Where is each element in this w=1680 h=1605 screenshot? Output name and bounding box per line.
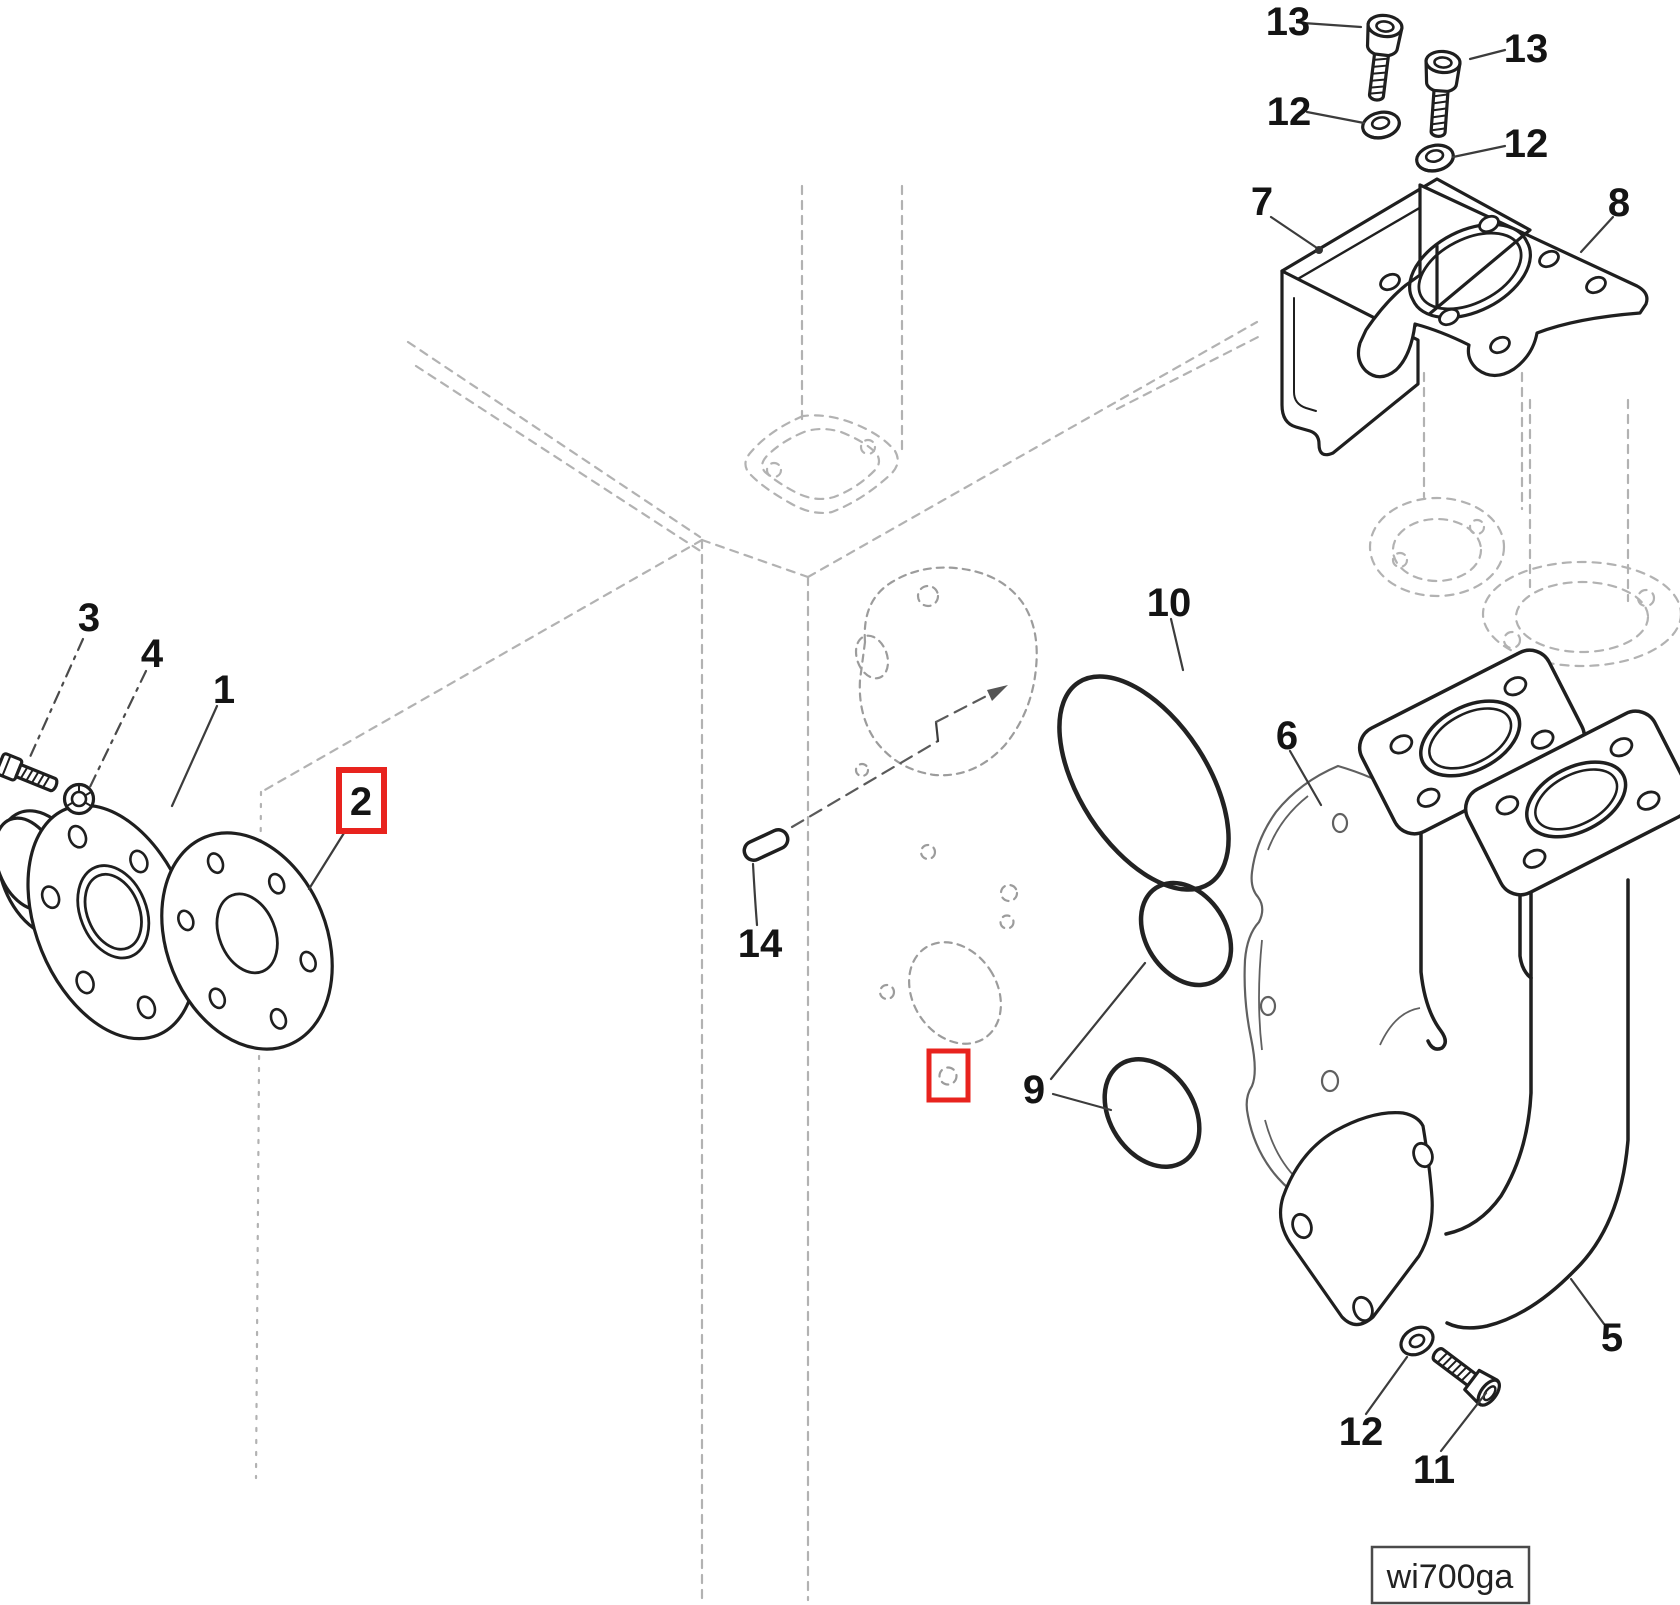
callout-4[interactable]: 4 <box>141 632 164 676</box>
highlight-box-ghost-detail[interactable] <box>926 1048 971 1103</box>
ghost-engine-block <box>254 184 1680 1602</box>
callout-7-text[interactable]: 7 <box>1251 180 1273 224</box>
part-5-manifold-pipe <box>1279 648 1680 1330</box>
part-12-washer-bottom <box>1399 1325 1435 1357</box>
callout-5[interactable]: 5 <box>1601 1316 1623 1360</box>
part-12-washer-top-right <box>1415 143 1455 173</box>
callout-3-text[interactable]: 3 <box>78 596 100 640</box>
part-10-oring <box>1057 674 1231 892</box>
ghost-gasket <box>908 941 1002 1045</box>
part-14-pin <box>742 828 790 862</box>
leader-lines <box>28 21 1615 1453</box>
part-13-bolt-right <box>1424 49 1462 138</box>
drawing-code-frame <box>1370 1545 1531 1605</box>
part-12-washer-top-left <box>1361 110 1401 140</box>
callout-6[interactable]: 6 <box>1276 714 1298 758</box>
part-9-oring-lower <box>1102 1056 1202 1170</box>
callout-1[interactable]: 1 <box>213 668 235 712</box>
callout-9[interactable]: 9 <box>1023 1068 1045 1112</box>
callout-2-highlighted[interactable]: 2 <box>336 767 387 834</box>
part-4-lock-washer <box>62 782 96 816</box>
part-8-plate <box>1356 183 1649 379</box>
manifold-flange-right <box>1463 709 1680 897</box>
callout-9-text[interactable]: 9 <box>1023 1068 1045 1112</box>
callout-12-top-right[interactable]: 12 <box>1504 122 1549 166</box>
part-2-gasket <box>160 831 334 1051</box>
callout-3[interactable]: 3 <box>78 596 100 640</box>
callout-14-text[interactable]: 14 <box>738 922 783 966</box>
drawing-code-text: wi700ga <box>1386 1558 1514 1596</box>
callout-12-bottom[interactable]: 12 <box>1339 1410 1384 1454</box>
position-arrowhead <box>987 685 1008 701</box>
callout-13-left-text[interactable]: 13 <box>1266 0 1311 44</box>
part-3-bolt <box>0 752 59 793</box>
drawing-code-box: wi700ga <box>1370 1545 1531 1605</box>
callout-6-text[interactable]: 6 <box>1276 714 1298 758</box>
callout-4-text[interactable]: 4 <box>141 632 164 676</box>
callout-2-text[interactable]: 2 <box>350 780 372 824</box>
callout-7[interactable]: 7 <box>1251 180 1273 224</box>
callout-1-text[interactable]: 1 <box>213 668 235 712</box>
callout-11[interactable]: 11 <box>1413 1448 1455 1492</box>
part-13-bolt-left <box>1365 13 1404 102</box>
callout-10-text[interactable]: 10 <box>1147 581 1192 625</box>
callout-10[interactable]: 10 <box>1147 581 1192 625</box>
callout-11-text[interactable]: 11 <box>1413 1448 1455 1492</box>
callout-13-right[interactable]: 13 <box>1504 27 1549 71</box>
callout-8-text[interactable]: 8 <box>1608 181 1630 225</box>
highlight-box-callout-2 <box>336 767 387 834</box>
ghost-detail-highlighted <box>938 1066 958 1086</box>
callout-labels: 13 13 12 12 7 8 3 4 1 2 14 10 6 9 5 12 1… <box>78 0 1630 1492</box>
callout-14[interactable]: 14 <box>738 922 783 966</box>
part-9-oring-upper <box>1138 880 1234 988</box>
callout-5-text[interactable]: 5 <box>1601 1316 1623 1360</box>
callout-13-right-text[interactable]: 13 <box>1504 27 1549 71</box>
callout-8[interactable]: 8 <box>1608 181 1630 225</box>
part-11-bolt <box>1431 1347 1501 1407</box>
ghost-pump-body <box>854 566 1038 1086</box>
callout-12-top-right-text[interactable]: 12 <box>1504 122 1549 166</box>
callout-12-top-left-text[interactable]: 12 <box>1267 90 1312 134</box>
callout-12-bottom-text[interactable]: 12 <box>1339 1410 1384 1454</box>
callout-12-top-left[interactable]: 12 <box>1267 90 1312 134</box>
callout-13-left[interactable]: 13 <box>1266 0 1311 44</box>
